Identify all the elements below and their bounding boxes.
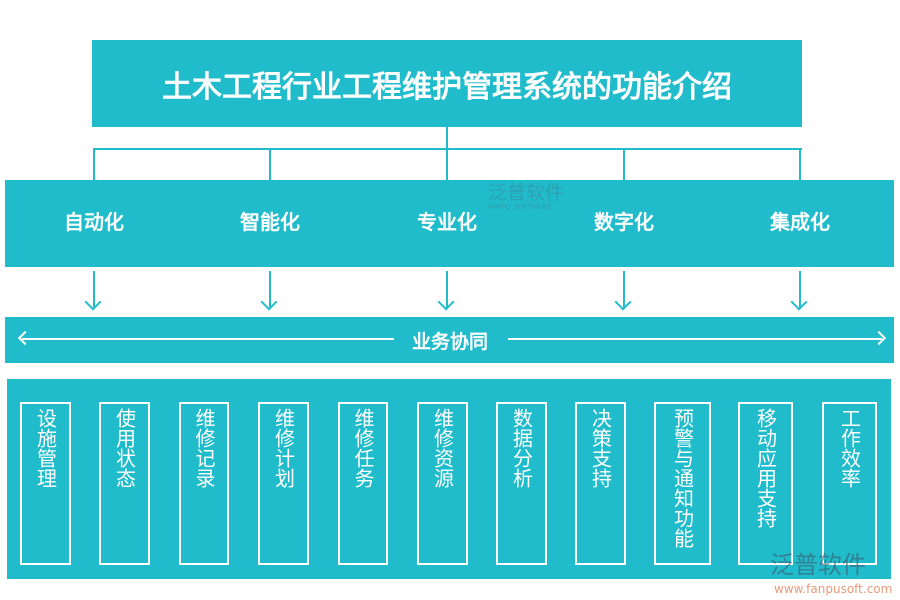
down-arrow [446, 271, 448, 309]
category-label: 智能化 [240, 210, 300, 234]
connector [623, 148, 625, 180]
function-box: 决策支持 [575, 402, 626, 565]
down-arrow [799, 271, 801, 309]
function-box: 预警与通知功能 [654, 402, 711, 565]
category-label: 集成化 [770, 210, 830, 234]
connector [799, 148, 801, 180]
function-box: 维修记录 [179, 402, 229, 565]
function-box: 维修计划 [258, 402, 309, 565]
right-arrow [508, 338, 882, 340]
left-arrow [22, 338, 394, 340]
page-title: 土木工程行业工程维护管理系统的功能介绍 [92, 40, 802, 127]
function-box: 工作效率 [822, 402, 877, 565]
connector [446, 127, 448, 149]
watermark-url: www.fanpusoft.com [774, 582, 893, 596]
category-band [5, 180, 894, 267]
down-arrow [623, 271, 625, 309]
collaboration-label: 业务协同 [411, 331, 489, 353]
connector [446, 148, 448, 180]
function-box: 设施管理 [20, 402, 71, 565]
watermark-logo-bottom: 泛普软件 [770, 551, 866, 579]
down-arrow [93, 271, 95, 309]
connector [94, 148, 802, 150]
function-box: 移动应用支持 [738, 402, 793, 565]
watermark-name: 泛普软件 [488, 182, 565, 204]
functions-panel [7, 379, 891, 579]
watermark-logo: 泛普软件 FANPU SOFTWARE [488, 183, 564, 211]
connector [269, 148, 271, 180]
down-arrow [269, 271, 271, 309]
category-label: 数字化 [594, 210, 654, 234]
category-label: 专业化 [417, 210, 477, 234]
function-box: 维修资源 [417, 402, 468, 565]
function-box: 维修任务 [338, 402, 388, 565]
function-box: 数据分析 [496, 402, 547, 565]
category-label: 自动化 [64, 210, 124, 234]
watermark-en: FANPU SOFTWARE [488, 203, 552, 211]
connector [93, 148, 95, 180]
function-box: 使用状态 [99, 402, 150, 565]
collaboration-band [5, 317, 894, 363]
